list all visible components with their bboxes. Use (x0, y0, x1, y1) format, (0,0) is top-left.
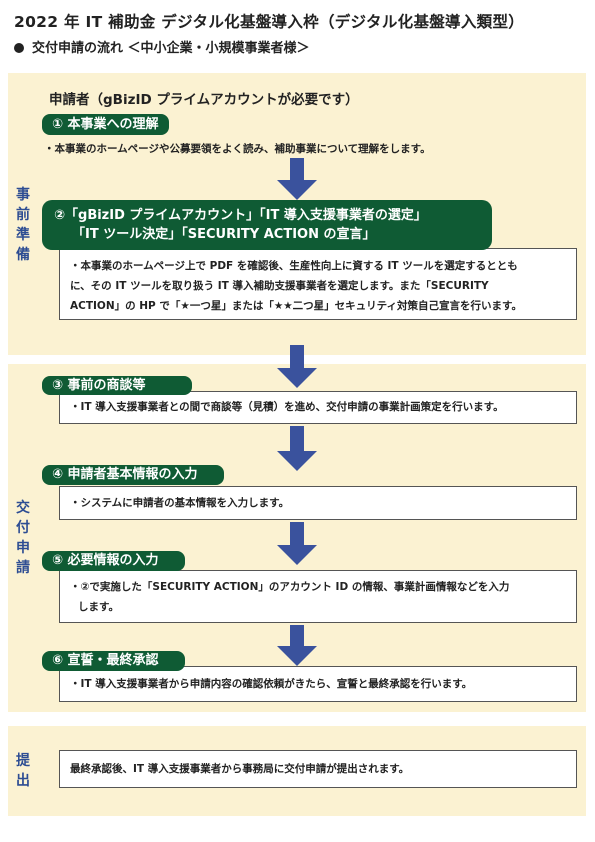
step2-title-line2: 「IT ツール決定」「SECURITY ACTION の宣言」 (72, 227, 376, 242)
section-apply-label: 交 付 申 請 (12, 498, 34, 578)
step2-text-line2: に、その IT ツールを取り扱う IT 導入補助支援事業者を選定します。また「S… (70, 280, 489, 292)
step6-title: ⑥ 宣誓・最終承認 (42, 651, 185, 671)
step2-text-line1: ・本事業のホームページ上で PDF を確認後、生産性向上に資する IT ツールを… (70, 260, 518, 272)
step1-text: ・本事業のホームページや公募要領をよく読み、補助事業について理解をします。 (44, 143, 431, 155)
step4-text: ・システムに申請者の基本情報を入力します。 (70, 497, 290, 509)
bullet-icon (14, 42, 24, 53)
step3-box: ・IT 導入支援事業者との間で商談等（見積）を進め、交付申請の事業計画策定を行い… (59, 391, 577, 424)
step5-text-line2: します。 (78, 601, 119, 613)
step3-title: ③ 事前の商談等 (42, 376, 192, 395)
step4-title: ④ 申請者基本情報の入力 (42, 465, 224, 485)
page-title: 2022 年 IT 補助金 デジタル化基盤導入枠（デジタル化基盤導入類型） (14, 13, 525, 31)
step5-box: ・②で実施した「SECURITY ACTION」のアカウント ID の情報、事業… (59, 570, 577, 623)
step2-text-line3: ACTION」の HP で「★一つ星」または「★★二つ星」セキュリティ対策自己宣… (70, 300, 522, 312)
step4-box: ・システムに申請者の基本情報を入力します。 (59, 486, 577, 520)
subtitle-text: 交付申請の流れ ＜中小企業・小規模事業者様＞ (32, 41, 310, 56)
label-char: 出 (16, 773, 30, 789)
label-char: 事 (16, 187, 30, 203)
page-subtitle: 交付申請の流れ ＜中小企業・小規模事業者様＞ (14, 37, 310, 56)
applicant-heading: 申請者（gBizID プライムアカウントが必要です） (49, 92, 359, 108)
label-char: 備 (16, 247, 30, 263)
section-submit-label: 提 出 (12, 751, 34, 791)
label-char: 前 (16, 207, 30, 223)
label-char: 交 (16, 500, 30, 516)
section-prep-label: 事 前 準 備 (12, 185, 34, 265)
label-char: 請 (16, 560, 30, 576)
step1-title: ① 本事業への理解 (42, 114, 169, 135)
section-submit: 提 出 最終承認後、IT 導入支援事業者から事務局に交付申請が提出されます。 (8, 726, 586, 816)
label-char: 申 (16, 540, 30, 556)
label-char: 付 (16, 520, 30, 536)
step5-text-line1: ・②で実施した「SECURITY ACTION」のアカウント ID の情報、事業… (70, 581, 510, 593)
step6-box: ・IT 導入支援事業者から申請内容の確認依頼がきたら、宣誓と最終承認を行います。 (59, 666, 577, 702)
step2-box: ・本事業のホームページ上で PDF を確認後、生産性向上に資する IT ツールを… (59, 248, 577, 320)
step2-title-line1: ②「gBizID プライムアカウント」「IT 導入支援事業者の選定」 (54, 208, 427, 223)
label-char: 準 (16, 227, 30, 243)
step3-text: ・IT 導入支援事業者との間で商談等（見積）を進め、交付申請の事業計画策定を行い… (70, 401, 504, 413)
step6-text: ・IT 導入支援事業者から申請内容の確認依頼がきたら、宣誓と最終承認を行います。 (70, 678, 473, 690)
section-prep: 事 前 準 備 申請者（gBizID プライムアカウントが必要です） ① 本事業… (8, 73, 586, 355)
submit-text: 最終承認後、IT 導入支援事業者から事務局に交付申請が提出されます。 (70, 763, 410, 775)
step2-title: ②「gBizID プライムアカウント」「IT 導入支援事業者の選定」 「IT ツ… (42, 200, 492, 250)
label-char: 提 (16, 753, 30, 769)
section-apply: 交 付 申 請 ・IT 導入支援事業者との間で商談等（見積）を進め、交付申請の事… (8, 364, 586, 712)
submit-box: 最終承認後、IT 導入支援事業者から事務局に交付申請が提出されます。 (59, 750, 577, 788)
step5-title: ⑤ 必要情報の入力 (42, 551, 185, 571)
